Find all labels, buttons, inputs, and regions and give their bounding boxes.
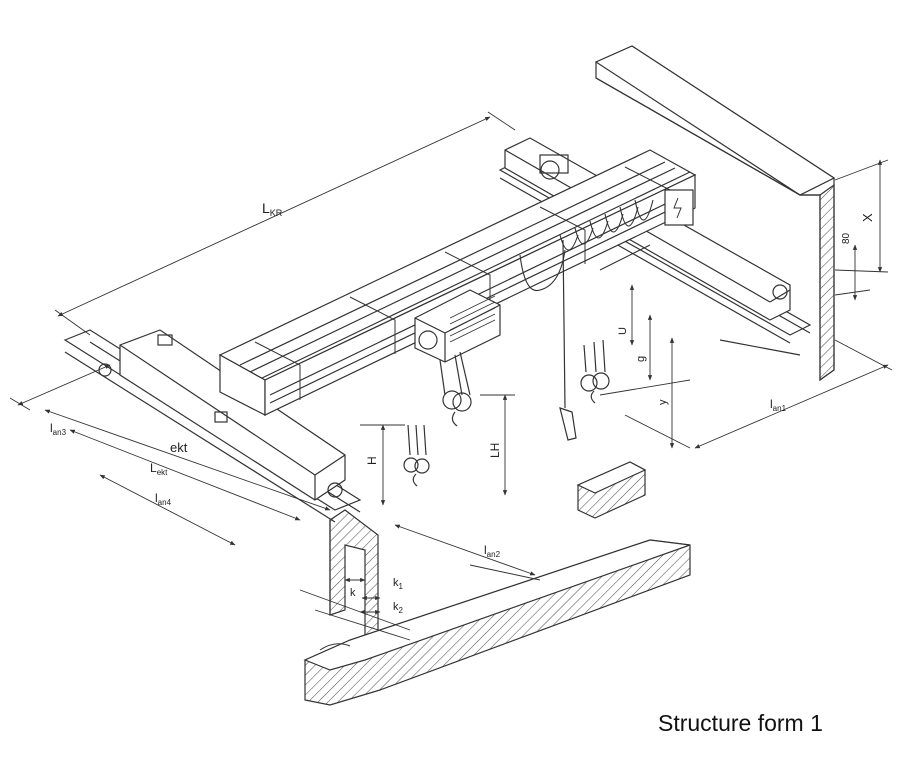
label-lan3: lan3: [50, 421, 67, 437]
pendant-control: [559, 239, 577, 441]
dimension-labels: LKR X 80 U g y lan1 H LH lan2 lan3 ekt L…: [50, 200, 875, 615]
label-lkr: LKR: [262, 200, 283, 218]
label-k: k: [350, 587, 356, 599]
label-k1: k1: [393, 577, 404, 591]
figure-caption: Structure form 1: [658, 710, 823, 736]
load-block: [576, 461, 647, 519]
label-h: H: [365, 456, 379, 465]
right-wall: [594, 45, 836, 382]
label-lan2: lan2: [484, 543, 501, 559]
label-lh: LH: [488, 443, 502, 458]
festoon-cables: [519, 199, 654, 292]
label-ekt: ekt: [170, 440, 188, 455]
label-g: g: [635, 356, 647, 362]
label-lan1: lan1: [770, 397, 787, 413]
label-y: y: [657, 399, 669, 405]
label-u: U: [617, 327, 629, 335]
hook-block-right: [580, 339, 610, 404]
label-80: 80: [841, 232, 852, 244]
label-lekt: Lekt: [150, 461, 168, 477]
main-girder: [218, 149, 697, 416]
label-lan4: lan4: [155, 491, 172, 507]
dimension-lines: [9, 111, 893, 641]
label-x: X: [860, 213, 875, 222]
hook-block-left: [403, 424, 430, 487]
front-left-wall: [329, 509, 379, 641]
front-floor-beam: [303, 539, 691, 706]
label-k2: k2: [393, 601, 404, 615]
